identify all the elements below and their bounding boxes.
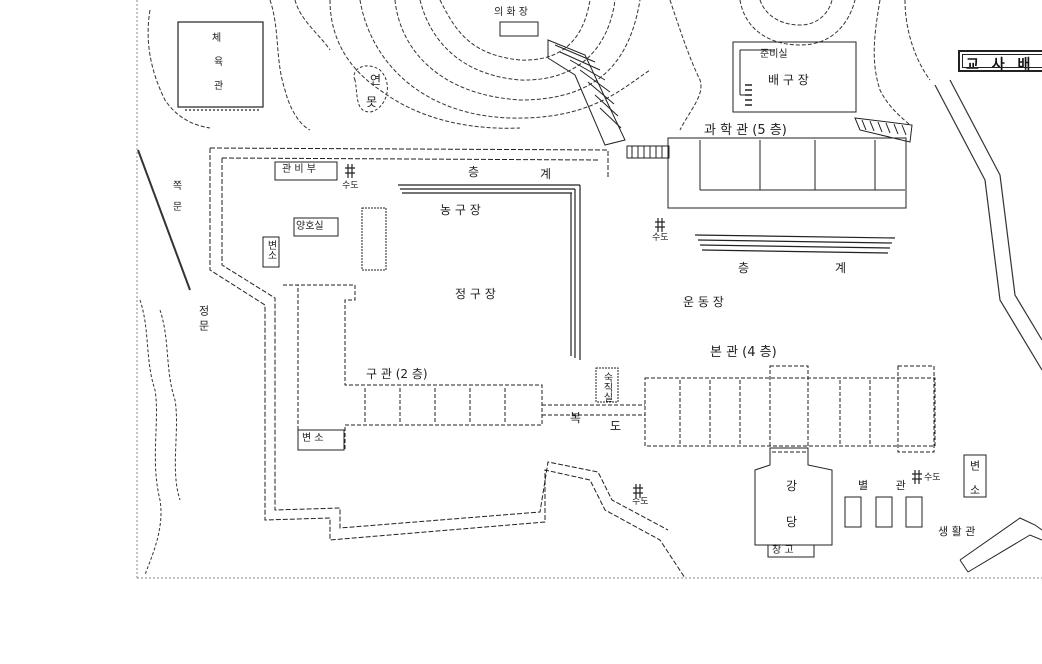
gym-label-3: 관 <box>214 81 224 92</box>
annex-label: 별 관 <box>858 479 918 492</box>
main-hall-building <box>644 365 936 453</box>
old-toilet-label: 변 소 <box>302 433 324 444</box>
campus-boundary <box>209 147 686 579</box>
main-toilet <box>963 454 987 498</box>
old-toilet <box>297 429 345 451</box>
stairs-mid-label-2: 계 <box>835 261 847 275</box>
hill-plaza <box>499 21 539 37</box>
volleyball-court <box>732 41 857 113</box>
pond-label-1: 연 <box>370 73 382 87</box>
old-hall-building <box>283 284 645 451</box>
life-hall-building <box>959 517 1042 573</box>
playground-stands <box>694 234 896 254</box>
gym-label-1: 체 <box>212 33 222 44</box>
auditorium-label-1: 강 <box>786 479 798 493</box>
night-duty-room <box>595 367 619 403</box>
stairs-mid-label-1: 층 <box>738 261 750 275</box>
main-toilet-label: 변 소 <box>968 460 981 495</box>
admin-room-label: 관 비 부 <box>282 164 316 175</box>
life-hall-label: 생 활 관 <box>938 525 976 538</box>
main-gate-label-2: 문 <box>197 320 210 331</box>
basketball-label: 농 구 장 <box>440 203 481 217</box>
pond <box>353 65 388 113</box>
auditorium-label-2: 당 <box>786 515 798 529</box>
night-duty-label: 숙직실 <box>601 372 612 402</box>
toilet-small-label: 변소 <box>265 240 276 260</box>
admin-room <box>274 161 338 181</box>
corridor-label-2: 도 <box>610 419 622 433</box>
side-room <box>361 207 387 271</box>
water-label-2: 수도 <box>652 233 669 243</box>
pond-label-2: 못 <box>366 95 378 109</box>
stairs-top-label-2: 계 <box>540 167 552 181</box>
toilet-small <box>262 236 280 268</box>
hill-contours <box>147 0 931 131</box>
hill-plaza-label: 의 화 장 <box>494 7 528 18</box>
left-slope <box>137 149 191 576</box>
right-road <box>934 79 1042 371</box>
volleyball-label: 배 구 장 <box>768 73 809 87</box>
water-label-1: 수도 <box>342 181 359 191</box>
campus-boundary-inner <box>221 157 669 531</box>
old-hall-label: 구 관 (2 층) <box>366 367 428 381</box>
auditorium-building <box>754 447 833 558</box>
map-frame <box>136 0 1042 580</box>
main-gate-label: 정 <box>197 305 210 316</box>
water-label-4: 수도 <box>924 473 941 483</box>
annex-rooms <box>844 496 923 528</box>
science-hall-building <box>626 117 913 209</box>
corridor-label-1: 복 <box>570 411 582 425</box>
gym-label-2: 육 <box>214 57 224 68</box>
prep-room-label: 준비실 <box>760 49 788 60</box>
warehouse-label: 창 고 <box>772 545 794 556</box>
basketball-stands <box>398 184 581 360</box>
court-label: 정 구 장 <box>455 287 496 301</box>
water-markers <box>345 164 922 498</box>
hill-stairs <box>547 39 626 146</box>
infirmary <box>293 217 339 237</box>
science-hall-label: 과 학 관 (5 층) <box>704 123 787 138</box>
map-title: 교 사 배 <box>958 50 1042 73</box>
stairs-top-label-1: 층 <box>468 165 480 179</box>
infirmary-label: 양호실 <box>296 221 324 232</box>
main-hall-label: 본 관 (4 층) <box>710 345 777 360</box>
water-label-3: 수도 <box>632 497 649 507</box>
playground-label: 운 동 장 <box>683 295 724 309</box>
gymnasium <box>177 21 264 111</box>
side-path-label: 쪽 문 <box>170 180 181 211</box>
